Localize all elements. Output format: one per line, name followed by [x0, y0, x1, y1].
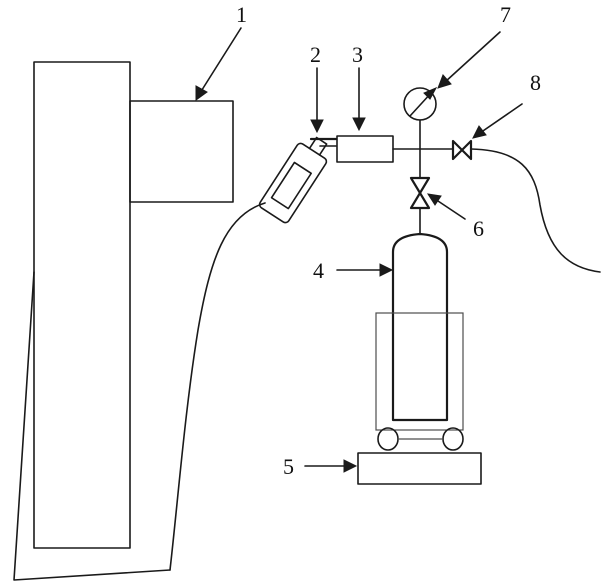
fuel-nozzle: [258, 136, 328, 224]
arrow-1-line: [199, 27, 242, 94]
arrow-4-head: [379, 263, 394, 277]
gas-cylinder: [391, 232, 449, 422]
arrow-7-line: [444, 31, 501, 83]
outlet-hose: [470, 148, 601, 273]
arrow-6-line: [434, 198, 466, 220]
arrow-3-head: [352, 117, 366, 132]
label-2: 2: [310, 42, 321, 67]
arrow-7-head: [437, 74, 452, 89]
nozzle-spout: [308, 136, 328, 156]
pressure-gauge: [403, 86, 438, 121]
nozzle-inner: [270, 161, 312, 210]
arrow-2-head: [310, 119, 324, 134]
weighing-platform: [357, 452, 482, 485]
label-7: 7: [500, 2, 511, 27]
gauge-dial: [403, 87, 437, 121]
dispenser-unit: [13, 61, 234, 581]
label-6: 6: [473, 216, 484, 241]
arrow-5-head: [343, 459, 358, 473]
dispenser-base-edge: [13, 271, 171, 581]
valve-8-symbol: [451, 139, 473, 161]
arrow-8-head: [472, 125, 487, 139]
cylinder-body: [391, 232, 449, 422]
leader-arrows: [195, 27, 523, 473]
dispenser-body: [33, 61, 131, 549]
arrow-8-line: [479, 103, 523, 134]
valve-8: [451, 139, 473, 161]
dispenser-hose: [169, 202, 266, 571]
label-5: 5: [283, 454, 294, 479]
arrow-6-head: [426, 193, 442, 206]
cylinder-frame: [375, 312, 464, 431]
label-3: 3: [352, 42, 363, 67]
label-4: 4: [313, 258, 324, 283]
left-wheel: [377, 427, 399, 451]
valve-6-symbol: [409, 176, 431, 210]
arrow-1-head: [195, 85, 208, 101]
nozzle-outer: [258, 142, 328, 224]
valve-6: [409, 176, 431, 210]
right-wheel: [442, 427, 464, 451]
dispenser-display-box: [129, 100, 234, 203]
connector-box: [336, 135, 394, 163]
label-8: 8: [530, 70, 541, 95]
gauge-needle-head: [423, 86, 438, 100]
label-1: 1: [236, 2, 247, 27]
